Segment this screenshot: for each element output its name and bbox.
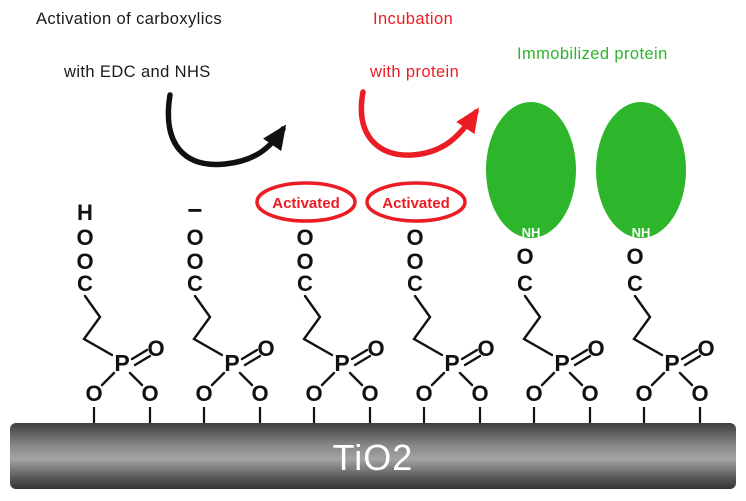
head-atom: O [406,249,423,274]
bottom-right-o-atom: O [691,381,708,406]
head-atom: O [406,225,423,250]
label-incubation-line1: Incubation [373,10,453,28]
head-atom: C [517,271,533,296]
bottom-left-o-atom: O [415,381,432,406]
bottom-right-o-atom: O [471,381,488,406]
bottom-right-o-atom: O [581,381,598,406]
head-atom: C [187,271,203,296]
activated-oval [255,181,357,223]
reaction-arrow-activation [165,92,287,168]
minus-charge: − [187,195,202,225]
protein-ellipse [596,102,686,238]
molecule-nhs-activated-4: Activated P O O O O O C [365,181,495,425]
bottom-right-o-atom: O [251,381,268,406]
reaction-arrow-incubation [358,89,480,158]
phosphoryl-o-atom: O [587,336,604,361]
phosphoryl-o-atom: O [477,336,494,361]
p-atom: P [554,350,569,376]
label-incubation-line2: with protein [369,63,459,81]
head-atom: O [186,225,203,250]
activated-label: Activated [382,195,450,212]
head-atom: O [76,225,93,250]
bottom-left-o-atom: O [635,381,652,406]
bottom-left-o-atom: O [195,381,212,406]
p-atom: P [334,350,349,376]
phosphoryl-o-atom: O [697,336,714,361]
head-atom: C [77,271,93,296]
molecule-protein-conjugated-5: NH P O O O O C [486,102,605,425]
bottom-left-o-atom: O [305,381,322,406]
molecule-carboxylic-acid-1: P O O O H O O C [76,200,165,425]
molecule-protein-conjugated-6: NH P O O O O C [596,102,715,425]
p-atom: P [224,350,239,376]
head-atom: C [297,271,313,296]
label-activation-line2: with EDC and NHS [63,63,211,81]
substrate-bar [10,423,736,489]
p-atom: P [444,350,459,376]
protein-ellipse [486,102,576,238]
head-atom: O [626,244,643,269]
nh-linkage-label: NH [632,225,651,240]
head-atom: C [407,271,423,296]
head-atom: O [296,249,313,274]
head-atom: O [76,249,93,274]
phosphoryl-o-atom: O [147,336,164,361]
molecule-nhs-activated-3: Activated P O O O O O C [255,181,385,425]
molecule-carboxylate-2: P O O O − O O C [186,195,275,425]
label-immobilized-protein: Immobilized protein [517,45,668,63]
activated-label: Activated [272,195,340,212]
head-atom: C [627,271,643,296]
head-atom: O [296,225,313,250]
label-activation-line1: Activation of carboxylics [36,10,222,28]
activated-oval [365,181,467,223]
bottom-right-o-atom: O [361,381,378,406]
nh-linkage-label: NH [522,225,541,240]
phosphoryl-o-atom: O [367,336,384,361]
bottom-left-o-atom: O [525,381,542,406]
p-atom: P [114,350,129,376]
head-atom: O [186,249,203,274]
substrate-label: TiO2 [333,437,414,478]
p-atom: P [664,350,679,376]
bottom-right-o-atom: O [141,381,158,406]
phosphoryl-o-atom: O [257,336,274,361]
head-atom: H [77,200,93,225]
head-atom: O [516,244,533,269]
bottom-left-o-atom: O [85,381,102,406]
